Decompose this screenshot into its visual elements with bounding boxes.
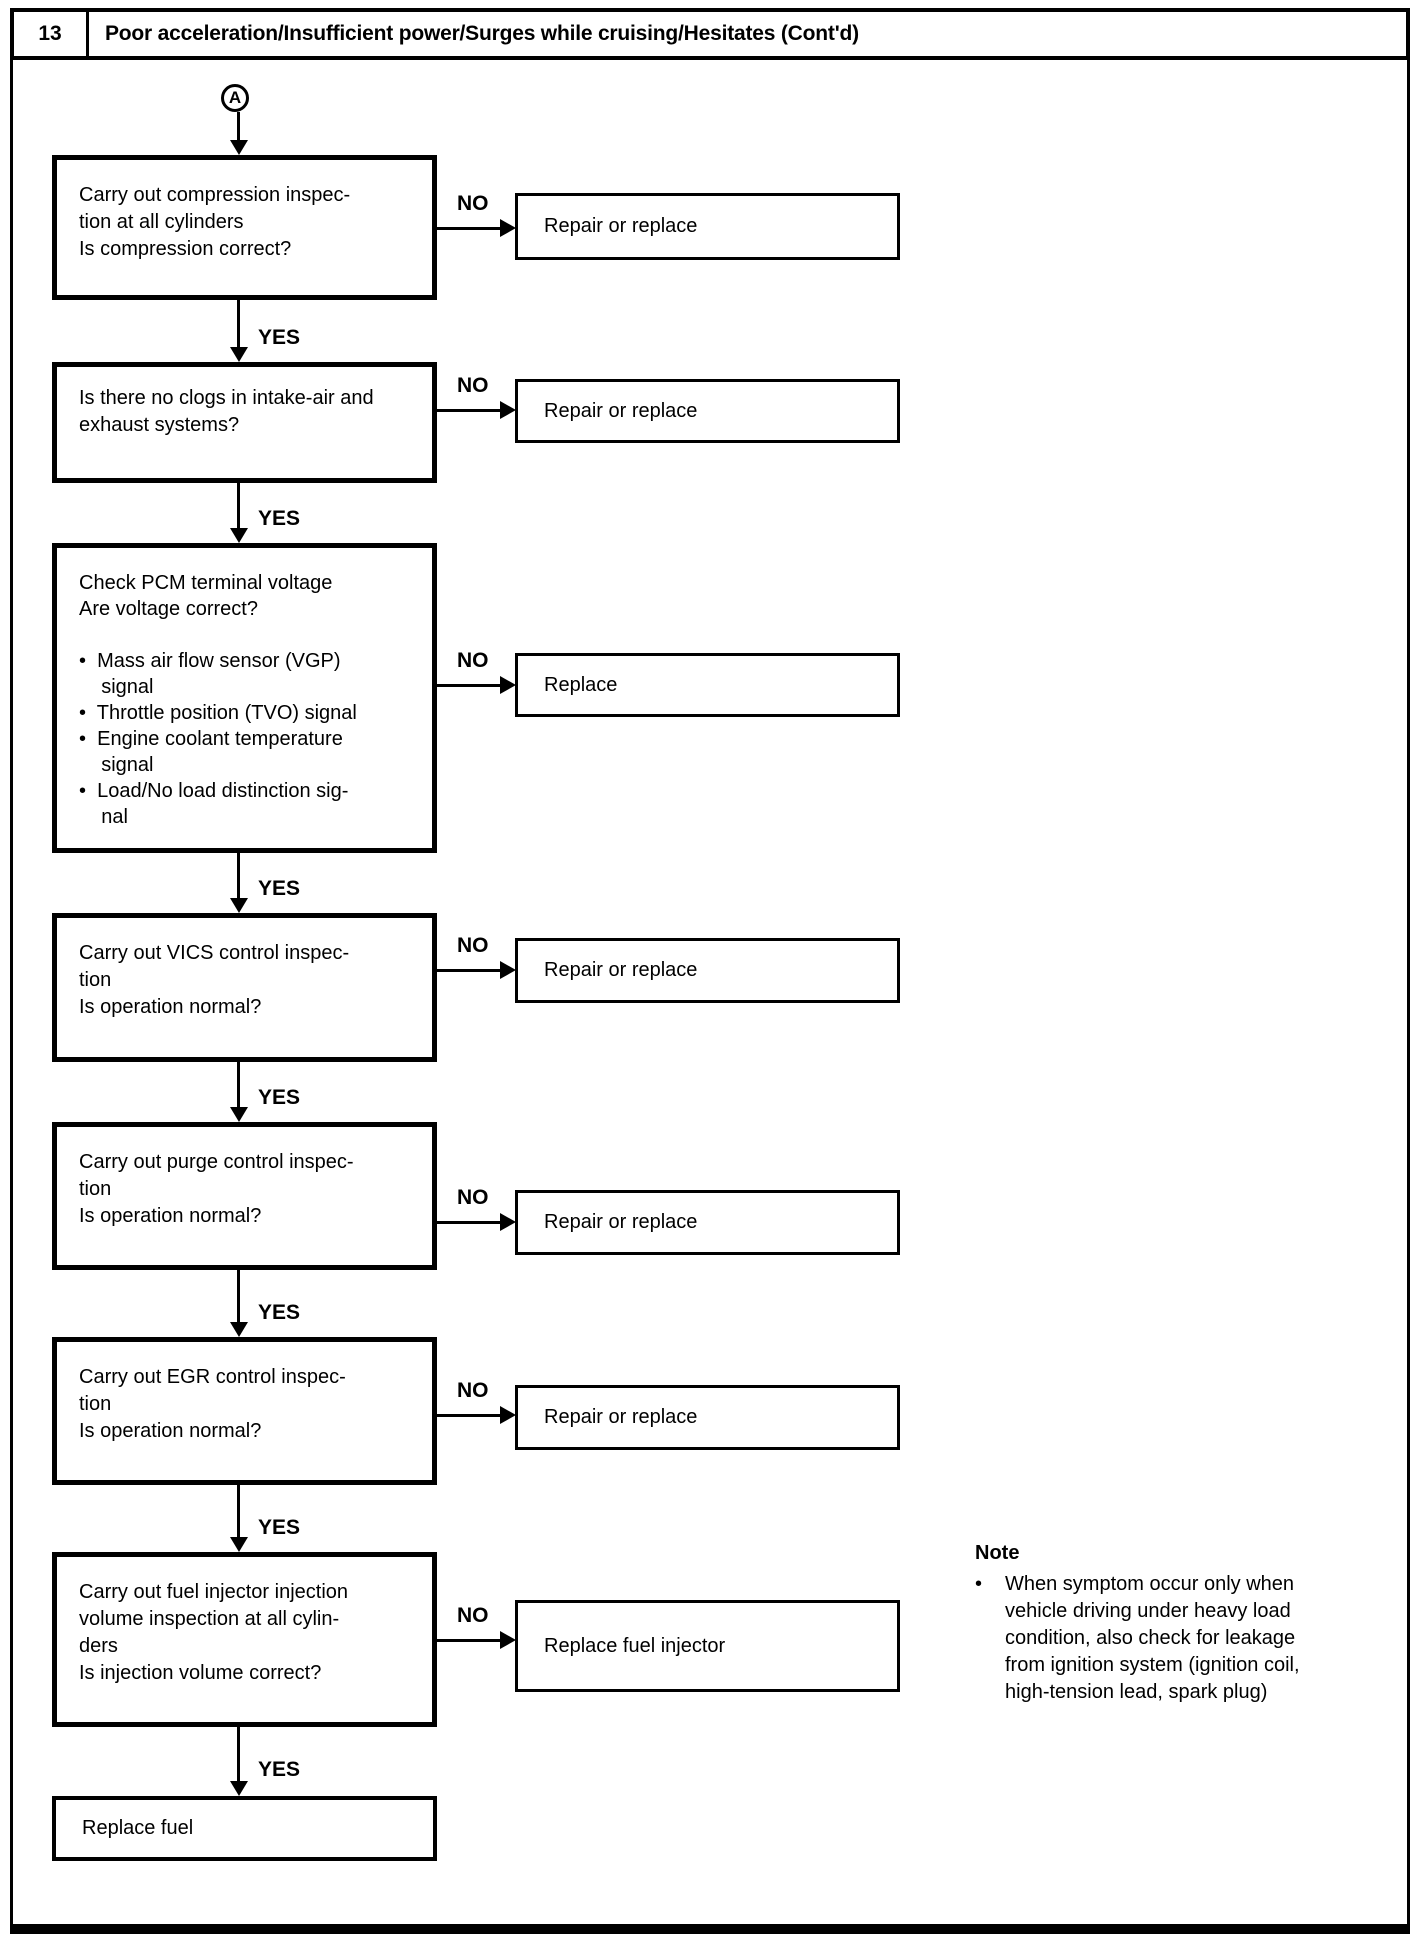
- arrow-right-icon: [500, 401, 516, 419]
- flow-line: [237, 483, 240, 530]
- flow-line: [437, 1221, 503, 1224]
- no-label: NO: [457, 649, 489, 672]
- yes-label: YES: [258, 1301, 301, 1324]
- flow-line: [437, 409, 503, 412]
- flow-line: [437, 1639, 503, 1642]
- arrow-down-icon: [230, 1781, 248, 1796]
- bullet-icon: •: [975, 1573, 983, 1595]
- flow-line: [437, 684, 503, 687]
- arrow-right-icon: [500, 1631, 516, 1649]
- decision-purge-control: Carry out purge control inspec- tion Is …: [52, 1122, 437, 1270]
- action-repair-or-replace-5: Repair or replace: [515, 1385, 900, 1450]
- flow-line: [237, 300, 240, 349]
- flow-line: [237, 1485, 240, 1539]
- yes-label: YES: [258, 877, 301, 900]
- decision-egr-control: Carry out EGR control inspec- tion Is op…: [52, 1337, 437, 1485]
- arrow-down-icon: [230, 347, 248, 362]
- action-repair-or-replace-1: Repair or replace: [515, 193, 900, 260]
- arrow-right-icon: [500, 961, 516, 979]
- decision-fuel-injector-volume: Carry out fuel injector injection volume…: [52, 1552, 437, 1727]
- no-label: NO: [457, 192, 489, 215]
- arrow-right-icon: [500, 219, 516, 237]
- arrow-down-icon: [230, 1537, 248, 1552]
- decision-vics-control: Carry out VICS control inspec- tion Is o…: [52, 913, 437, 1062]
- flow-line: [437, 1414, 503, 1417]
- note-title: Note: [975, 1542, 1020, 1564]
- flow-line: [437, 969, 503, 972]
- arrow-right-icon: [500, 1406, 516, 1424]
- action-repair-or-replace-2: Repair or replace: [515, 379, 900, 443]
- action-replace-fuel-final: Replace fuel: [52, 1796, 437, 1861]
- note-text: When symptom occur only when vehicle dri…: [1005, 1573, 1300, 1703]
- decision-pcm-terminal-voltage: Check PCM terminal voltage Are voltage c…: [52, 543, 437, 853]
- action-replace-fuel-injector: Replace fuel injector: [515, 1600, 900, 1692]
- flow-line: [237, 1727, 240, 1783]
- arrow-right-icon: [500, 1213, 516, 1231]
- action-repair-or-replace-4: Repair or replace: [515, 1190, 900, 1255]
- arrow-down-icon: [230, 140, 248, 155]
- yes-label: YES: [258, 1516, 301, 1539]
- page-header: 13 Poor acceleration/Insufficient power/…: [10, 8, 1410, 60]
- no-label: NO: [457, 1604, 489, 1627]
- action-replace: Replace: [515, 653, 900, 717]
- page-title: Poor acceleration/Insufficient power/Sur…: [105, 22, 859, 45]
- arrow-down-icon: [230, 528, 248, 543]
- yes-label: YES: [258, 326, 301, 349]
- no-label: NO: [457, 1379, 489, 1402]
- arrow-right-icon: [500, 676, 516, 694]
- action-repair-or-replace-3: Repair or replace: [515, 938, 900, 1003]
- connector-a-badge: A: [221, 84, 249, 112]
- yes-label: YES: [258, 507, 301, 530]
- yes-label: YES: [258, 1758, 301, 1781]
- flow-line: [237, 1062, 240, 1109]
- decision-intake-exhaust-clogs: Is there no clogs in intake-air and exha…: [52, 362, 437, 483]
- arrow-down-icon: [230, 898, 248, 913]
- flow-line: [237, 112, 240, 140]
- note-block: Note • When symptom occur only when vehi…: [975, 1540, 1320, 1706]
- decision-compression-inspection: Carry out compression inspec- tion at al…: [52, 155, 437, 300]
- section-number: 13: [14, 12, 89, 56]
- no-label: NO: [457, 934, 489, 957]
- no-label: NO: [457, 374, 489, 397]
- yes-label: YES: [258, 1086, 301, 1109]
- page-border: [10, 60, 1410, 1934]
- arrow-down-icon: [230, 1322, 248, 1337]
- flow-line: [237, 853, 240, 900]
- flow-line: [437, 227, 503, 230]
- flow-line: [237, 1270, 240, 1324]
- arrow-down-icon: [230, 1107, 248, 1122]
- no-label: NO: [457, 1186, 489, 1209]
